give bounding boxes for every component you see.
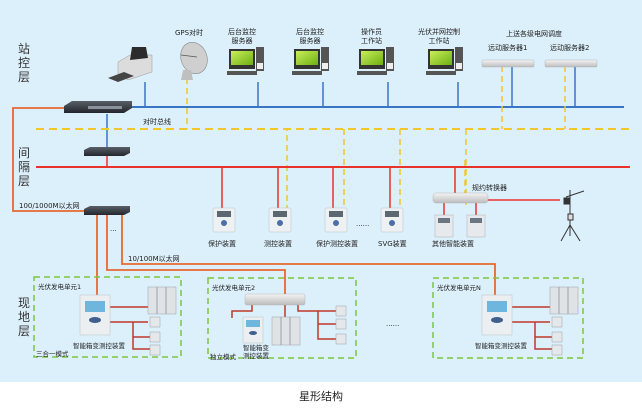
remote-server-icon-2 xyxy=(544,59,598,68)
unitN-title: 光伏发电单元N xyxy=(437,284,481,292)
workstation-icon-1 xyxy=(227,47,264,75)
other-smart-label: 其他智能装置 xyxy=(432,240,474,248)
eth-to-unitN xyxy=(121,214,496,307)
workstation-icon-2 xyxy=(292,47,329,75)
unit2-combiner-icons xyxy=(335,305,347,345)
unit1-controller-icon xyxy=(79,294,111,336)
dispatch-title: 上送各级电网调度 xyxy=(506,30,562,38)
bay-switch-icon xyxy=(84,147,130,156)
unit2-wire-a xyxy=(231,305,253,318)
smart-meter-icon-2 xyxy=(466,214,486,238)
unit2-controller-icon xyxy=(242,316,264,344)
unit1-title: 光伏发电单元1 xyxy=(38,283,82,291)
unit2-switch-icon xyxy=(244,293,306,306)
gps-label: GPS对时 xyxy=(175,29,204,37)
core-switch-icon xyxy=(64,101,132,113)
diagram-caption: 星形结构 xyxy=(299,390,343,403)
unit2-title: 光伏发电单元2 xyxy=(212,284,256,292)
operator-label: 操作员 工作站 xyxy=(361,28,382,45)
unitN-controller-icon xyxy=(481,294,513,336)
protmeasure-label: 保护测控装置 xyxy=(316,240,358,248)
protection-device-icon xyxy=(212,207,236,233)
time-drop-protection xyxy=(283,128,288,208)
remote-server-icon-1 xyxy=(481,59,535,68)
protocol-converter-label: 规约转换器 xyxy=(472,184,507,192)
eth-to-unit2 xyxy=(106,214,286,294)
field-switch-icon xyxy=(84,206,130,215)
unit-box-1 xyxy=(33,276,182,358)
protocol-converter-icon xyxy=(432,192,489,204)
workstation-icon-4 xyxy=(426,47,463,75)
unit1-combiner-icons xyxy=(149,316,161,356)
svg-device-icon xyxy=(380,207,404,233)
unit2-cabinet-icon xyxy=(271,316,301,346)
unit2-device-label: 智能箱变 测控装置 xyxy=(243,344,269,360)
eth-1000-label: 100/1000M以太网 xyxy=(19,202,80,210)
unit-box-N xyxy=(432,277,584,359)
layer-label-bay: 间隔层 xyxy=(17,146,30,188)
unitN-wire-bus xyxy=(534,322,552,350)
field-ellipsis: ...... xyxy=(386,320,400,328)
unitN-combiner-icons xyxy=(551,316,563,356)
gps-dish-icon xyxy=(180,42,208,80)
svg-label: SVG装置 xyxy=(378,240,407,248)
measure-label: 测控装置 xyxy=(264,240,292,248)
workstation-icon-3 xyxy=(357,47,394,75)
layer-label-station: 站控层 xyxy=(17,42,30,84)
smart-meter-icon-1 xyxy=(434,214,454,238)
layer-label-field: 现地层 xyxy=(17,296,30,338)
unitN-cabinet-icon xyxy=(549,286,579,315)
eth-100-label: 10/100M以太网 xyxy=(128,255,180,263)
bay-ellipsis: ...... xyxy=(356,220,370,228)
unit-box-2 xyxy=(207,277,357,359)
remote-server-2-label: 远动服务器2 xyxy=(550,44,590,52)
protmeasure-device-icon xyxy=(324,207,348,233)
unit1-device-label: 智能箱变测控装置 xyxy=(73,342,125,350)
backend-server-1-label: 后台监控 服务器 xyxy=(228,28,256,45)
remote-server-1-label: 远动服务器1 xyxy=(488,44,528,52)
unit1-mode: 三合一模式 xyxy=(36,350,69,358)
switch-ellipsis: ... xyxy=(110,225,117,233)
network-diagram xyxy=(12,42,630,359)
eth-main-link xyxy=(12,107,85,212)
unitN-device-label: 智能箱变测控装置 xyxy=(475,342,527,350)
protection-label: 保护装置 xyxy=(208,240,236,248)
time-bus-label: 对时总线 xyxy=(143,118,171,126)
printer-icon xyxy=(108,47,153,82)
unit2-wire-c xyxy=(297,305,336,340)
measure-device-icon xyxy=(268,207,292,233)
pv-control-label: 光伏并网控制 工作站 xyxy=(418,28,460,45)
unit1-wire-bus xyxy=(132,322,150,350)
backend-server-2-label: 后台监控 服务器 xyxy=(296,28,324,45)
weather-station-icon xyxy=(560,190,585,242)
unit2-mode: 独立模式 xyxy=(210,353,236,361)
unit1-cabinet-icon xyxy=(147,286,177,315)
